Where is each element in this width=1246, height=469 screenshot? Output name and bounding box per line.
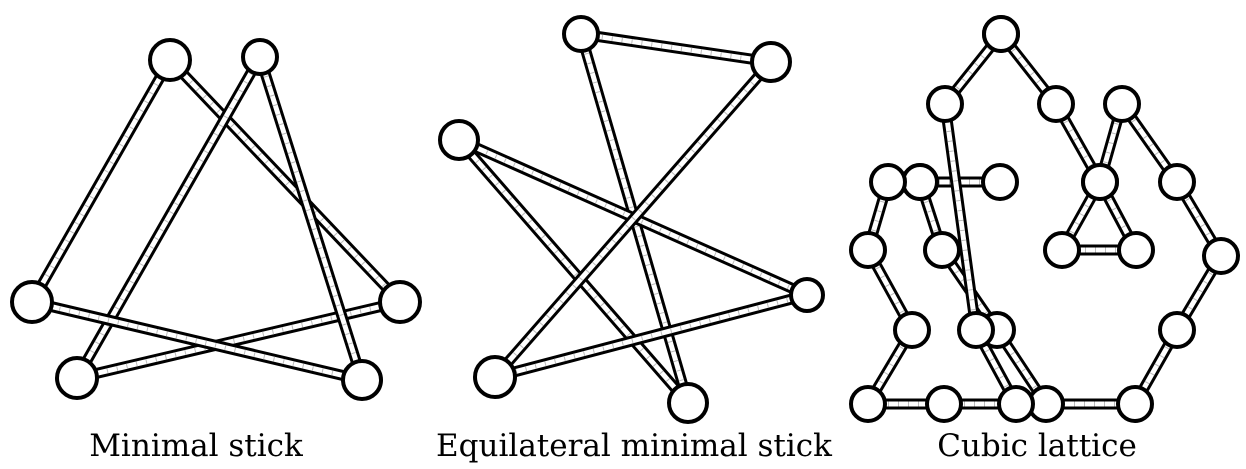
vertex-ball xyxy=(926,85,964,123)
vertex-ball xyxy=(1158,311,1196,349)
caption-equilateral-minimal-stick: Equilateral minimal stick xyxy=(436,428,832,464)
vertex-ball xyxy=(849,385,887,423)
stick-edge xyxy=(942,103,979,331)
vertex-ball xyxy=(473,355,517,399)
vertex-ball xyxy=(957,311,995,349)
equilateral-minimal-stick-knot xyxy=(438,15,825,424)
vertex-ball xyxy=(925,385,963,423)
vertex-ball xyxy=(923,231,961,269)
vertex-ball xyxy=(1103,85,1141,123)
vertex-ball xyxy=(148,38,192,82)
vertex-ball xyxy=(750,41,792,83)
stick-edge xyxy=(457,138,690,405)
stick-edge xyxy=(492,59,774,380)
vertex-ball xyxy=(10,280,54,324)
vertex-ball xyxy=(981,163,1019,201)
stick-edge xyxy=(492,292,810,380)
stick-edge xyxy=(580,31,772,65)
vertex-ball xyxy=(341,359,383,401)
stick-edge xyxy=(29,57,173,305)
vertex-ball xyxy=(378,280,422,324)
cubic-lattice-knot xyxy=(849,15,1240,423)
caption-minimal-stick: Minimal stick xyxy=(89,428,303,464)
vertex-ball xyxy=(1037,85,1075,123)
vertex-ball xyxy=(1043,231,1081,269)
stick-edge xyxy=(578,31,774,65)
vertex-ball xyxy=(901,163,939,201)
vertex-ball xyxy=(893,311,931,349)
vertex-ball xyxy=(438,119,480,161)
vertex-ball xyxy=(997,385,1035,423)
vertex-ball xyxy=(241,38,279,76)
vertex-ball xyxy=(562,15,600,53)
vertex-ball xyxy=(1116,385,1154,423)
caption-cubic-lattice: Cubic lattice xyxy=(937,428,1137,464)
minimal-stick-knot xyxy=(10,38,422,401)
vertex-ball xyxy=(667,382,709,424)
stick-edge xyxy=(1097,103,1125,183)
vertex-ball xyxy=(982,15,1020,53)
vertex-ball xyxy=(849,231,887,269)
stick-edge xyxy=(167,57,403,305)
vertex-ball xyxy=(55,356,99,400)
vertex-ball xyxy=(1202,237,1240,275)
vertex-ball xyxy=(1158,163,1196,201)
stick-edge xyxy=(942,101,979,333)
stick-edge xyxy=(257,54,365,383)
stick-edge xyxy=(29,299,365,383)
vertex-ball xyxy=(789,277,825,313)
stick-edge xyxy=(578,33,691,404)
vertex-ball xyxy=(1081,163,1119,201)
vertex-ball xyxy=(1117,231,1155,269)
vertex-ball xyxy=(869,163,907,201)
